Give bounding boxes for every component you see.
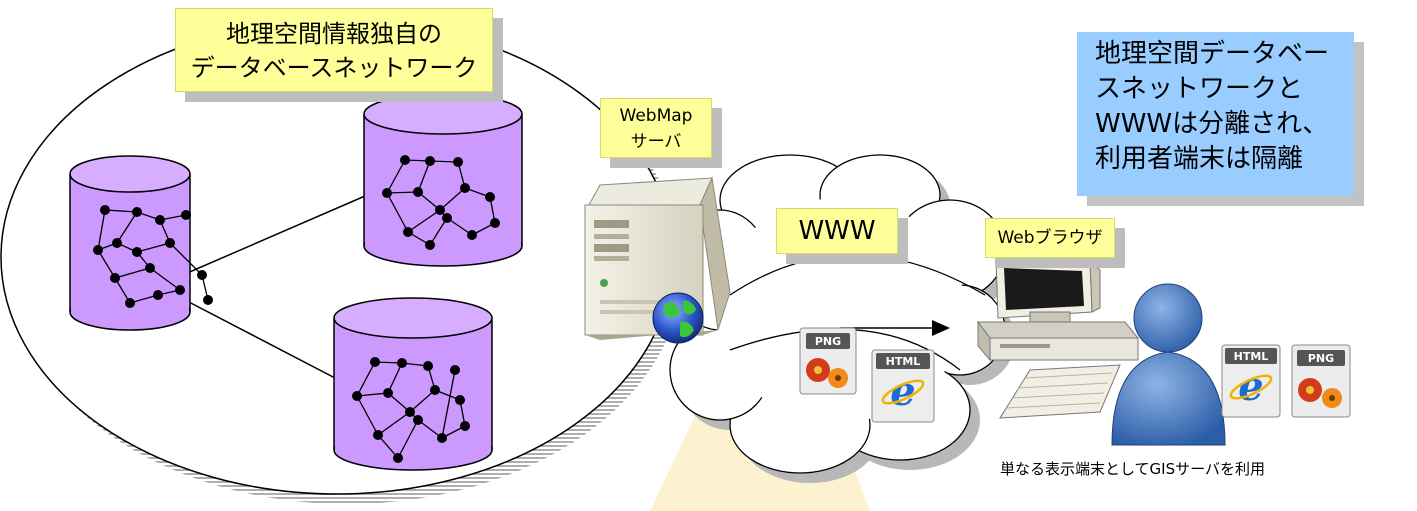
html-file-icon-cloud: e [871, 349, 935, 423]
cloud-arc-lower [729, 328, 961, 371]
svg-text:e: e [1238, 363, 1263, 410]
graph-bottom-nodes [352, 357, 470, 463]
db-link-left-top [184, 195, 366, 275]
terminal-caption: 単なる表示端末としてGISサーバを利用 [1000, 460, 1265, 478]
png-label-client: PNG [1308, 352, 1334, 365]
png-file-icon-cloud [799, 327, 857, 395]
cloud-arc-upper [729, 254, 986, 296]
user-person-icon [1111, 283, 1226, 446]
web-browser-label: Webブラウザ [985, 218, 1115, 258]
summary-note-line2: スネットワークと [1095, 74, 1304, 104]
graph-left-nodes [93, 205, 213, 308]
png-file-icon-client [1291, 344, 1351, 418]
webmap-server-label: WebMap サーバ [600, 98, 712, 158]
webmap-server-label-line2: サーバ [630, 132, 682, 152]
arrow-head [932, 320, 950, 336]
summary-note: 地理空間データベー スネットワークと WWWは分離され、 利用者端末は隔離 [1077, 32, 1354, 196]
db-link-left-bottom [184, 299, 336, 379]
html-label-client: HTML [1234, 350, 1269, 363]
html-file-icon-client: e [1221, 344, 1281, 418]
png-label-cloud: PNG [815, 335, 841, 348]
client-computer-icon [977, 257, 1140, 419]
summary-note-line1: 地理空間データベー [1095, 39, 1330, 69]
summary-note-line4: 利用者端末は隔離 [1095, 144, 1304, 174]
www-label: WWW [776, 208, 898, 254]
html-label-cloud: HTML [886, 355, 921, 368]
graph-top-nodes [382, 155, 500, 250]
globe-icon [652, 292, 704, 344]
webmap-server-label-line1: WebMap [619, 106, 693, 126]
summary-note-line3: WWWは分離され、 [1095, 109, 1329, 139]
database-bottom [333, 297, 493, 471]
svg-text:e: e [890, 368, 915, 415]
database-network-label: 地理空間情報独自の データベースネットワーク [175, 8, 493, 92]
database-network-label-line1: 地理空間情報独自の [226, 20, 442, 48]
database-network-label-line2: データベースネットワーク [190, 54, 478, 82]
database-top [363, 93, 523, 267]
